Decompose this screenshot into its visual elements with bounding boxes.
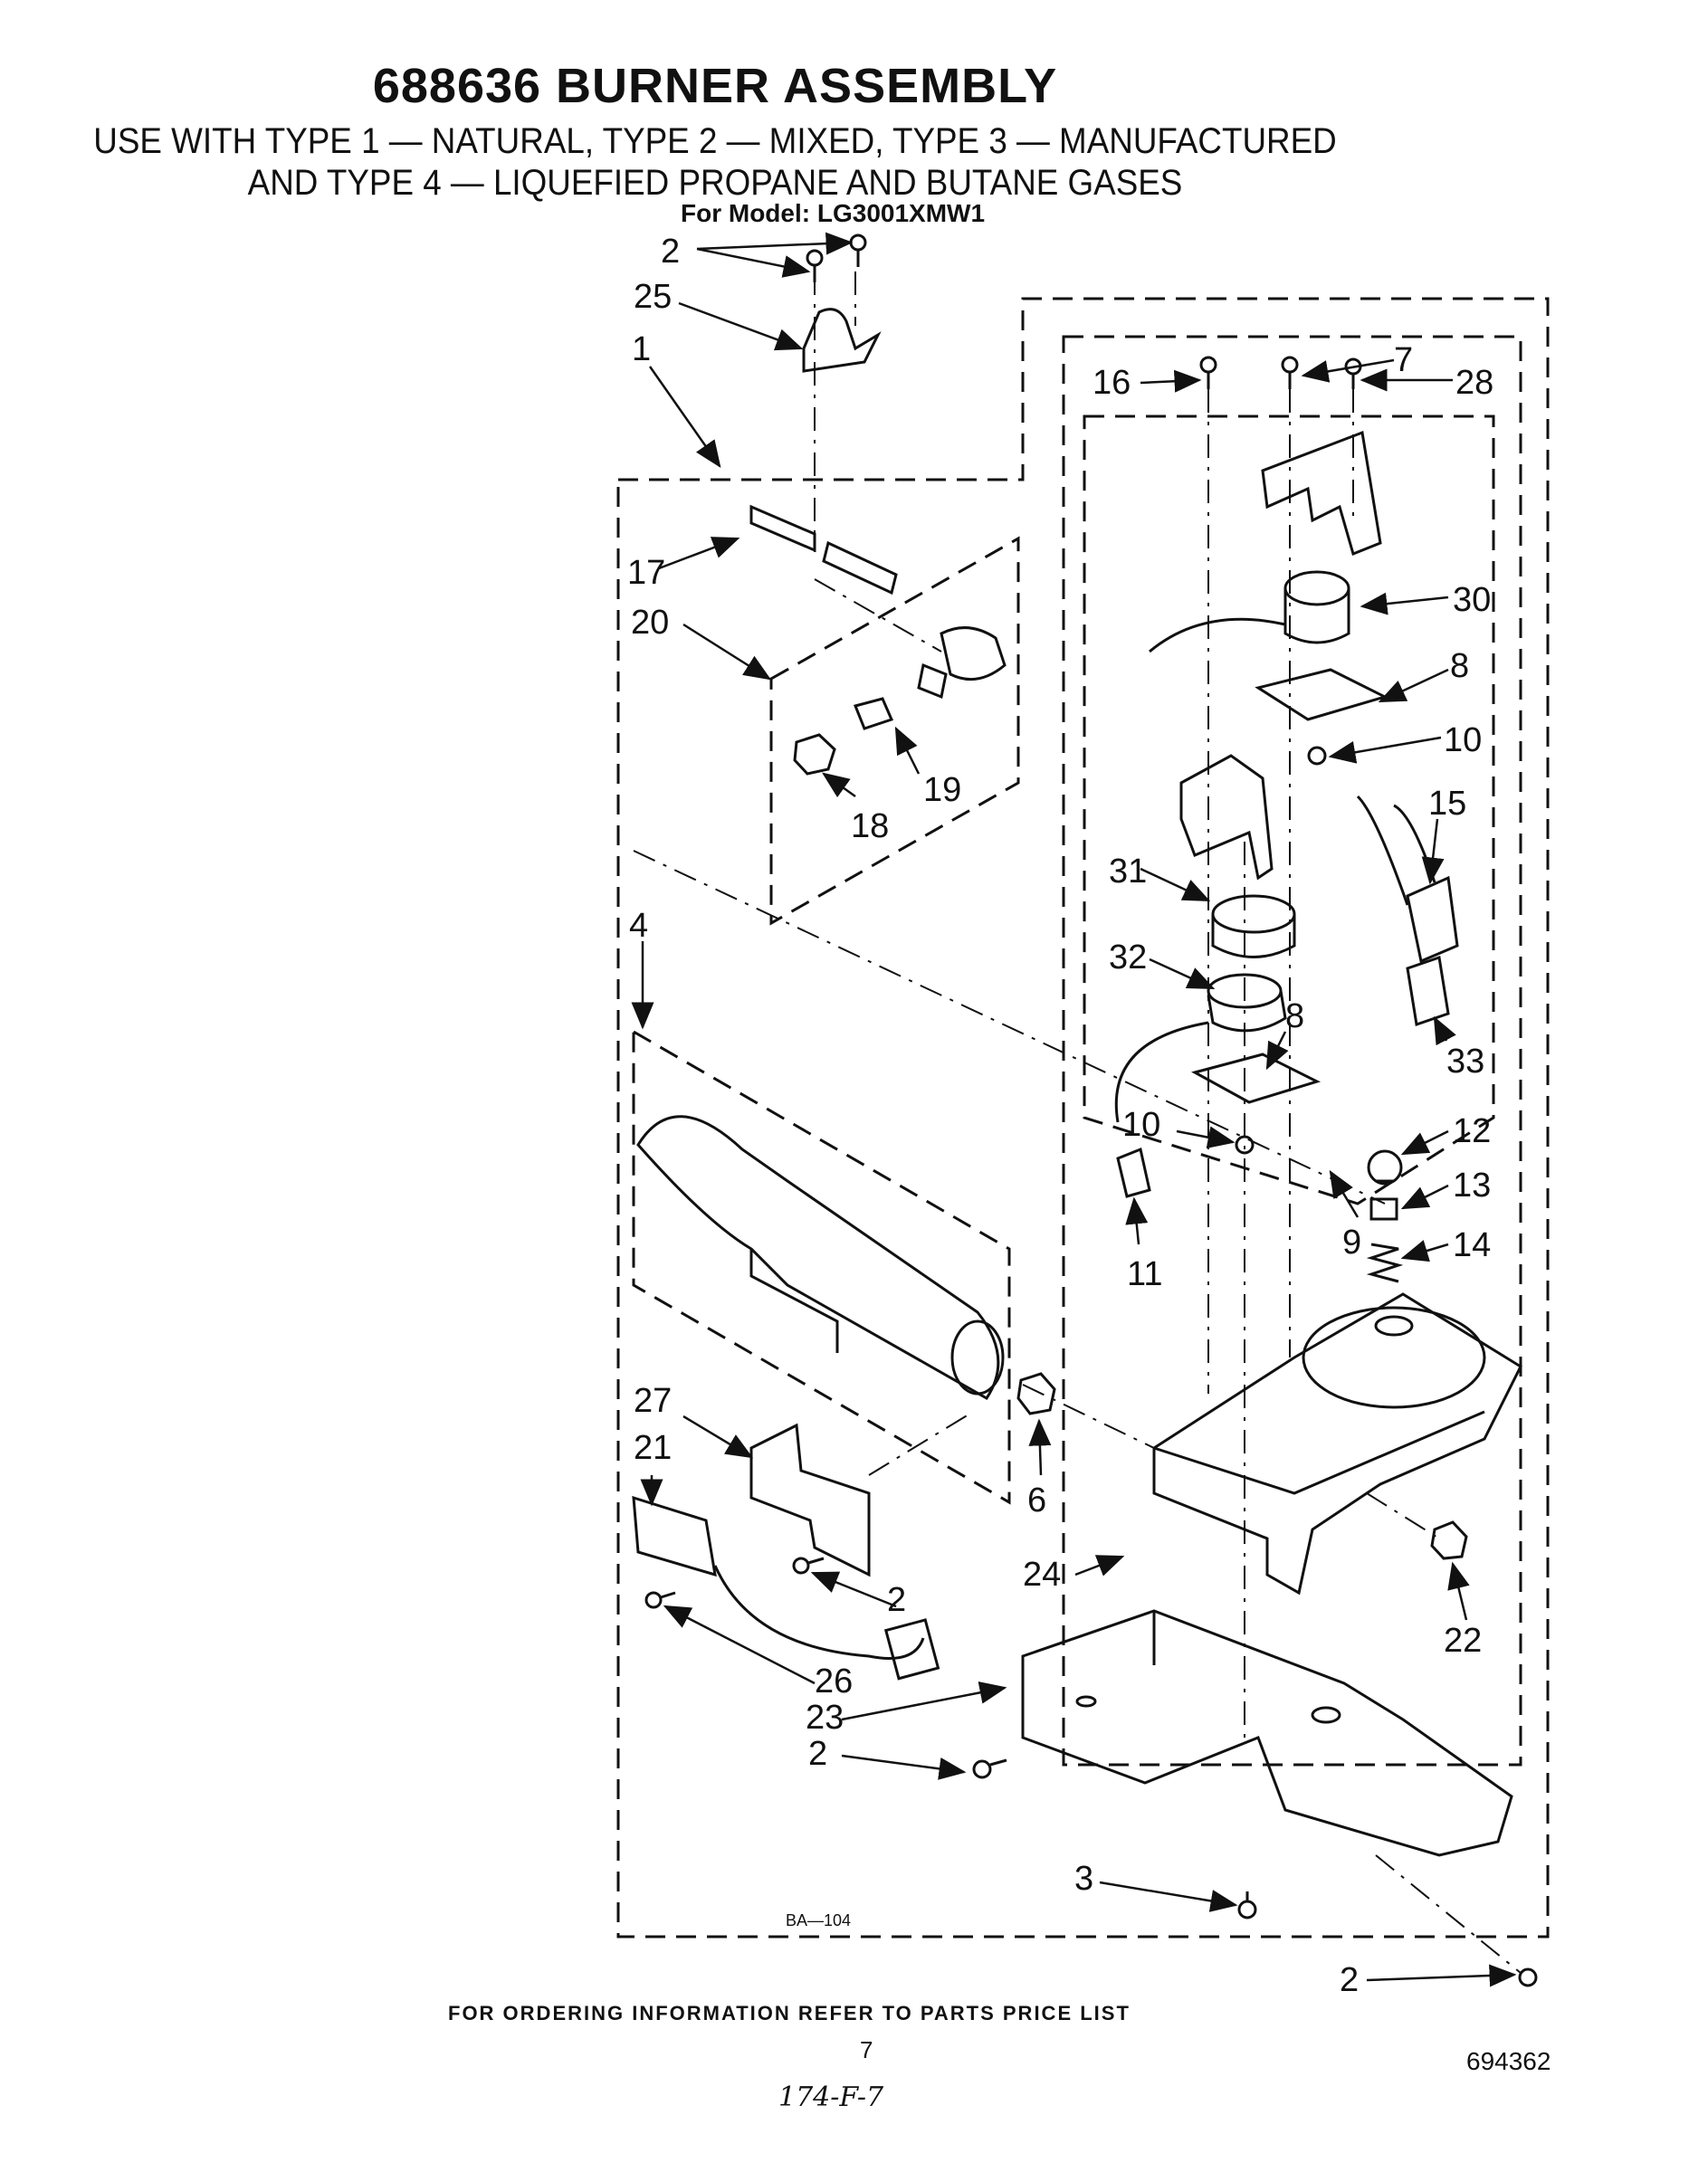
coil-32 (1114, 973, 1287, 1123)
callout-label: 21 (634, 1429, 672, 1467)
document-number: 694362 (1466, 2047, 1551, 2075)
screw-16 (1199, 356, 1217, 389)
burner-boundary (632, 1029, 1011, 1505)
callout-label: 17 (627, 554, 665, 592)
model-label: For Model: LG3001XMW1 (681, 199, 986, 227)
igniter-21 (632, 1495, 940, 1681)
screw-mid-2 (644, 1591, 676, 1609)
callout-label: 23 (806, 1699, 844, 1737)
callout-label: 12 (1453, 1112, 1491, 1150)
nozzle-kit-boundary (769, 536, 1020, 926)
callout-label: 33 (1446, 1043, 1484, 1081)
plate-8-lower (1191, 1053, 1322, 1104)
bracket-27 (749, 1423, 871, 1577)
plunger-13 (1369, 1197, 1398, 1221)
clamp-25 (802, 308, 882, 373)
assembly-1-boundary (616, 297, 1550, 1939)
fitting-20 (917, 626, 1007, 700)
callout-label: 24 (1023, 1556, 1061, 1594)
screw-top-2 (849, 233, 867, 267)
screw-lower-2 (1518, 1967, 1538, 1987)
plate-8-upper (1255, 668, 1389, 721)
callout-label: 14 (1453, 1226, 1491, 1264)
orifice-19 (853, 697, 894, 730)
coil-31 (1211, 894, 1296, 958)
callout-label: 7 (1394, 341, 1413, 379)
screw-7 (1281, 356, 1299, 389)
callout-label: 15 (1428, 785, 1466, 823)
gas-valve-24 (1152, 1292, 1522, 1596)
screw-3 (1237, 1891, 1257, 1920)
callout-label: 3 (1074, 1860, 1093, 1898)
callout-label: 2 (808, 1735, 827, 1773)
callout-label: 13 (1453, 1167, 1491, 1205)
fitting-22 (1430, 1520, 1468, 1560)
callout-label: 25 (634, 278, 672, 316)
callout-label: 11 (1127, 1255, 1162, 1293)
washer-10-upper (1307, 746, 1327, 766)
callout-label: 19 (923, 771, 961, 809)
washer-10-lower (1235, 1135, 1255, 1155)
callout-label: 2 (1340, 1961, 1359, 1999)
diagram-code: BA—104 (786, 1911, 851, 1929)
screw-top-1 (806, 249, 824, 282)
screw-lower-1 (972, 1758, 1007, 1779)
callout-label: 8 (1285, 997, 1304, 1035)
subtitle-line-1: USE WITH TYPE 1 — NATURAL, TYPE 2 — MIXE… (93, 121, 1337, 161)
parts-drawings (632, 233, 1538, 1987)
coil-30 (1149, 570, 1350, 653)
page-title: 688636 BURNER ASSEMBLY (372, 59, 1058, 113)
slot-23b (1311, 1706, 1341, 1724)
callout-label: 20 (631, 604, 669, 642)
callout-label: 4 (629, 907, 648, 945)
orifice-6 (1016, 1372, 1056, 1415)
connector-33 (1406, 956, 1450, 1026)
callout-leaders (631, 232, 1517, 1987)
subtitle-line-2: AND TYPE 4 — LIQUEFIED PROPANE AND BUTAN… (247, 163, 1183, 203)
callout-label: 2 (887, 1581, 906, 1619)
callout-label: 28 (1455, 364, 1493, 402)
nut-18 (793, 733, 836, 776)
callout-label: 10 (1122, 1106, 1160, 1144)
callout-label: 2 (661, 233, 680, 271)
handwritten-note: 174-F-7 (778, 2082, 884, 2113)
assembly-boundaries (616, 297, 1550, 1939)
callout-label: 22 (1444, 1622, 1482, 1660)
burner-tube-4 (636, 1115, 1005, 1400)
pipe-17 (749, 504, 898, 595)
upper-bracket (1261, 430, 1382, 557)
callout-label: 8 (1450, 647, 1469, 685)
callout-label: 27 (634, 1382, 672, 1420)
callout-labels: 2 25 1 16 7 28 17 20 30 8 10 15 19 18 31… (627, 233, 1493, 1999)
screw-mid-1 (792, 1557, 825, 1575)
callout-label: 30 (1453, 581, 1491, 619)
callout-label: 6 (1027, 1481, 1046, 1519)
callout-label: 16 (1093, 364, 1131, 402)
callout-label: 18 (851, 807, 889, 845)
cap-12 (1367, 1149, 1403, 1186)
page-number: 7 (860, 2036, 873, 2063)
callout-label: 1 (632, 330, 651, 368)
lower-bracket (1179, 754, 1274, 881)
ordering-info: FOR ORDERING INFORMATION REFER TO PARTS … (448, 2002, 1131, 2024)
gas-valve-boundary (1062, 335, 1522, 1767)
callout-label: 26 (815, 1662, 853, 1700)
terminal-11 (1116, 1147, 1151, 1198)
center-lines (633, 272, 1522, 1974)
callout-label: 31 (1109, 853, 1147, 891)
slot-23 (1075, 1695, 1097, 1708)
screw-28 (1344, 357, 1362, 389)
mounting-bracket-23 (1021, 1609, 1513, 1857)
callout-label: 10 (1444, 721, 1482, 759)
callout-label: 32 (1109, 938, 1147, 976)
callout-label: 9 (1342, 1224, 1361, 1262)
valve-dial (1302, 1306, 1486, 1409)
coil-kit-boundary (1083, 414, 1495, 1205)
spring-14 (1366, 1243, 1404, 1283)
